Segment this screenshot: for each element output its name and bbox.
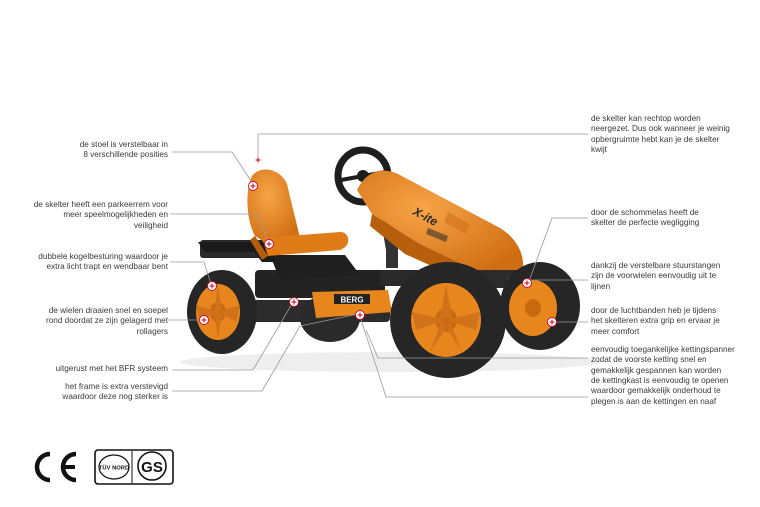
marker-upright[interactable] xyxy=(255,157,261,163)
ground-shadow xyxy=(180,352,600,372)
annotation-frame: het frame is extra verstevigd waardoor d… xyxy=(62,382,168,402)
rear-left-wheel xyxy=(187,270,257,354)
annotation-seat: de stoel is verstelbaar in 8 verschillen… xyxy=(79,140,168,160)
marker-wheels[interactable] xyxy=(199,315,209,325)
annotation-upright: de skelter kan rechtop worden neergezet.… xyxy=(591,114,730,155)
brand-logo: BERG xyxy=(340,296,363,305)
gs-text: GS xyxy=(141,459,163,476)
seat xyxy=(247,169,349,260)
marker-bfr[interactable] xyxy=(289,297,299,307)
tuv-gs-logo: TÜV NORD GS xyxy=(94,449,174,485)
annotation-parking-brake: de skelter heeft een parkeerrem voor mee… xyxy=(33,200,168,230)
annotation-chain-tensioner: eenvoudig toegankelijke kettingspanner z… xyxy=(591,345,735,375)
marker-chain-case[interactable] xyxy=(355,310,365,320)
marker-parking-brake[interactable] xyxy=(264,239,274,249)
marker-seat[interactable] xyxy=(248,181,258,191)
annotation-wheels: de wielen draaien snel en soepel rond do… xyxy=(46,306,168,336)
front-far-wheel xyxy=(500,262,580,350)
annotation-swing-axle: door de schommelas heeft de skelter de p… xyxy=(591,208,700,228)
marker-steering-rods[interactable] xyxy=(522,278,532,288)
leader-lines xyxy=(168,133,588,398)
chassis-panel: BERG xyxy=(312,290,392,318)
ce-mark-logo xyxy=(34,451,77,483)
front-near-wheel xyxy=(390,262,506,378)
annotation-ball-steering: dubbele kogelbesturing waardoor je extra… xyxy=(38,252,168,272)
marker-ball-steering[interactable] xyxy=(207,281,217,291)
annotation-chain-case: de kettingkast is eenvoudig te openen wa… xyxy=(591,376,729,406)
annotation-steering-rods: dankzij de verstelbare stuurstangen zijn… xyxy=(591,261,721,291)
marker-air-tires[interactable] xyxy=(547,317,557,327)
annotation-bfr: uitgerust met het BFR systeem xyxy=(55,364,168,373)
tuv-text: TÜV NORD xyxy=(99,465,129,472)
annotation-air-tires: door de luchtbanden heb je tijdens het s… xyxy=(591,306,720,336)
